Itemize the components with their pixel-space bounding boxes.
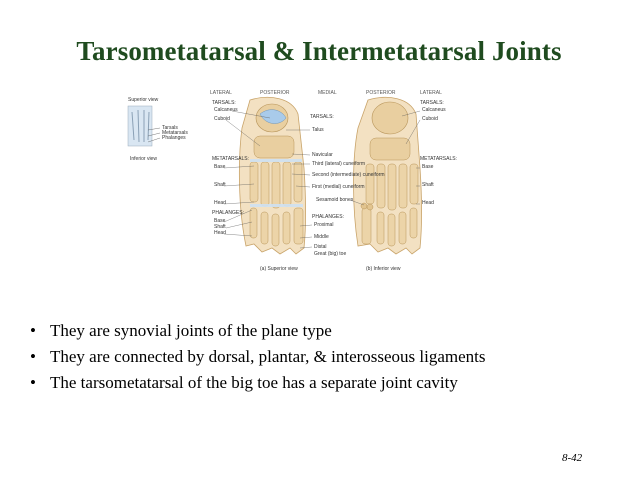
label-sesamoid: Sesamoid bones [316,197,354,203]
label-proximal: Proximal [314,222,333,228]
label-ph-head-left: Head [214,230,226,236]
label-base-right: Base [422,164,434,170]
label-calcaneus-right: Calcaneus [422,107,446,113]
label-middle: Middle [314,234,329,240]
caption-superior-view: (a) Superior view [260,266,298,272]
label-talus: Talus [312,127,324,133]
label-second-cuneiform: Second (intermediate) cuneiform [312,172,385,178]
label-phalanges-left: PHALANGES: [212,210,244,216]
bullet-text: They are synovial joints of the plane ty… [50,321,332,340]
label-tarsals-right: TARSALS: [420,100,444,106]
bullet-icon: • [30,373,36,392]
header-lateral-right: LATERAL [420,90,442,96]
header-lateral-left: LATERAL [210,90,232,96]
label-ph-shaft-left: Shaft [214,224,226,230]
inset-superior-view: Superior view [128,97,159,103]
label-metatarsals-left: METATARSALS: [212,156,249,162]
label-head-right: Head [422,200,434,206]
foot-bones-illustration: Superior view Tarsals Metatarsals Phalan… [127,90,457,272]
label-shaft-right: Shaft [422,182,434,188]
bullet-item: • They are connected by dorsal, plantar,… [30,344,630,370]
inferior-view-foot [353,97,422,255]
slide-title: Tarsometatarsal & Intermetatarsal Joints [76,36,562,66]
bullet-text: They are connected by dorsal, plantar, &… [50,347,486,366]
bullet-icon: • [30,321,36,340]
label-tarsals-center: TARSALS: [310,114,334,120]
bullet-item: • They are synovial joints of the plane … [30,318,630,344]
header-medial: MEDIAL [318,90,337,96]
inset-inferior-view: Inferior view [130,156,157,162]
header-posterior-left: POSTERIOR [260,90,290,96]
label-cuboid-right: Cuboid [422,116,438,122]
bullet-text: The tarsometatarsal of the big toe has a… [50,373,458,392]
inset-skeleton-icon [127,105,161,147]
superior-view-foot [239,97,306,255]
bullet-item: • The tarsometatarsal of the big toe has… [30,370,630,396]
label-third-cuneiform: Third (lateral) cuneiform [312,161,365,167]
label-ph-base-left: Base [214,218,226,224]
label-navicular: Navicular [312,152,333,158]
header-posterior-right: POSTERIOR [366,90,396,96]
inset-phalanges: Phalanges [162,135,186,141]
label-great-toe: Great (big) toe [314,251,346,257]
label-cuboid-left: Cuboid [214,116,230,122]
label-distal: Distal [314,244,327,250]
caption-inferior-view: (b) Inferior view [366,266,401,272]
bullet-icon: • [30,347,36,366]
page-number: 8-42 [562,452,583,464]
label-base-left: Base [214,164,226,170]
label-phalanges-center: PHALANGES: [312,214,344,220]
label-shaft-left: Shaft [214,182,226,188]
inset-metatarsals: Metatarsals [162,130,188,136]
bullet-list: • They are synovial joints of the plane … [30,318,630,396]
label-calcaneus-left: Calcaneus [214,107,238,113]
inset-tarsals: Tarsals [162,125,178,131]
foot-bones-figure: Superior view Tarsals Metatarsals Phalan… [120,88,460,280]
label-head-left: Head [214,200,226,206]
label-first-cuneiform: First (medial) cuneiform [312,184,365,190]
label-tarsals-left: TARSALS: [212,100,236,106]
label-metatarsals-right: METATARSALS: [420,156,457,162]
